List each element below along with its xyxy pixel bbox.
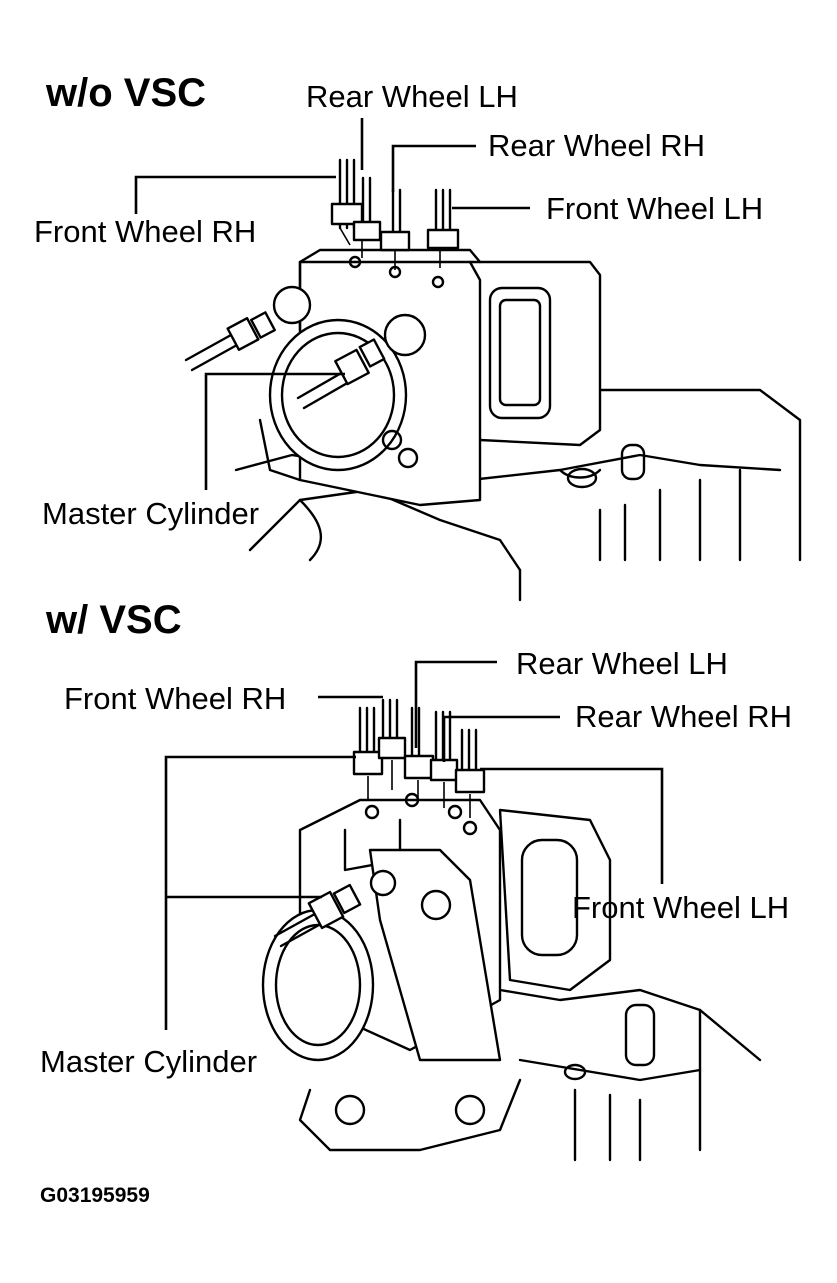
bottom-label-front-wheel-lh: Front Wheel LH bbox=[572, 890, 789, 925]
top-label-front-wheel-lh: Front Wheel LH bbox=[546, 191, 763, 226]
bottom-figure: w/ VSC bbox=[40, 598, 792, 1162]
bottom-leader-lines bbox=[164, 660, 664, 1030]
top-mount-bracket-drawing bbox=[234, 388, 802, 602]
bottom-label-master-cylinder: Master Cylinder bbox=[40, 1044, 257, 1079]
top-brake-lines-drawing bbox=[184, 158, 460, 410]
top-figure: w/o VSC bbox=[34, 71, 802, 602]
bottom-actuator-body-drawing bbox=[261, 792, 612, 1062]
bottom-heading: w/ VSC bbox=[45, 598, 182, 642]
top-label-master-cylinder: Master Cylinder bbox=[42, 496, 259, 531]
figure-code: G03195959 bbox=[40, 1184, 150, 1207]
top-leader-lines bbox=[134, 118, 530, 490]
bottom-mount-bracket-drawing bbox=[298, 988, 762, 1162]
top-heading: w/o VSC bbox=[45, 71, 206, 115]
top-label-rear-wheel-lh: Rear Wheel LH bbox=[306, 79, 518, 114]
bottom-label-rear-wheel-lh: Rear Wheel LH bbox=[516, 646, 728, 681]
bottom-label-rear-wheel-rh: Rear Wheel RH bbox=[575, 699, 792, 734]
top-label-front-wheel-rh: Front Wheel RH bbox=[34, 214, 256, 249]
bottom-label-front-wheel-rh: Front Wheel RH bbox=[64, 681, 286, 716]
top-actuator-body-drawing bbox=[258, 248, 602, 507]
top-label-rear-wheel-rh: Rear Wheel RH bbox=[488, 128, 705, 163]
